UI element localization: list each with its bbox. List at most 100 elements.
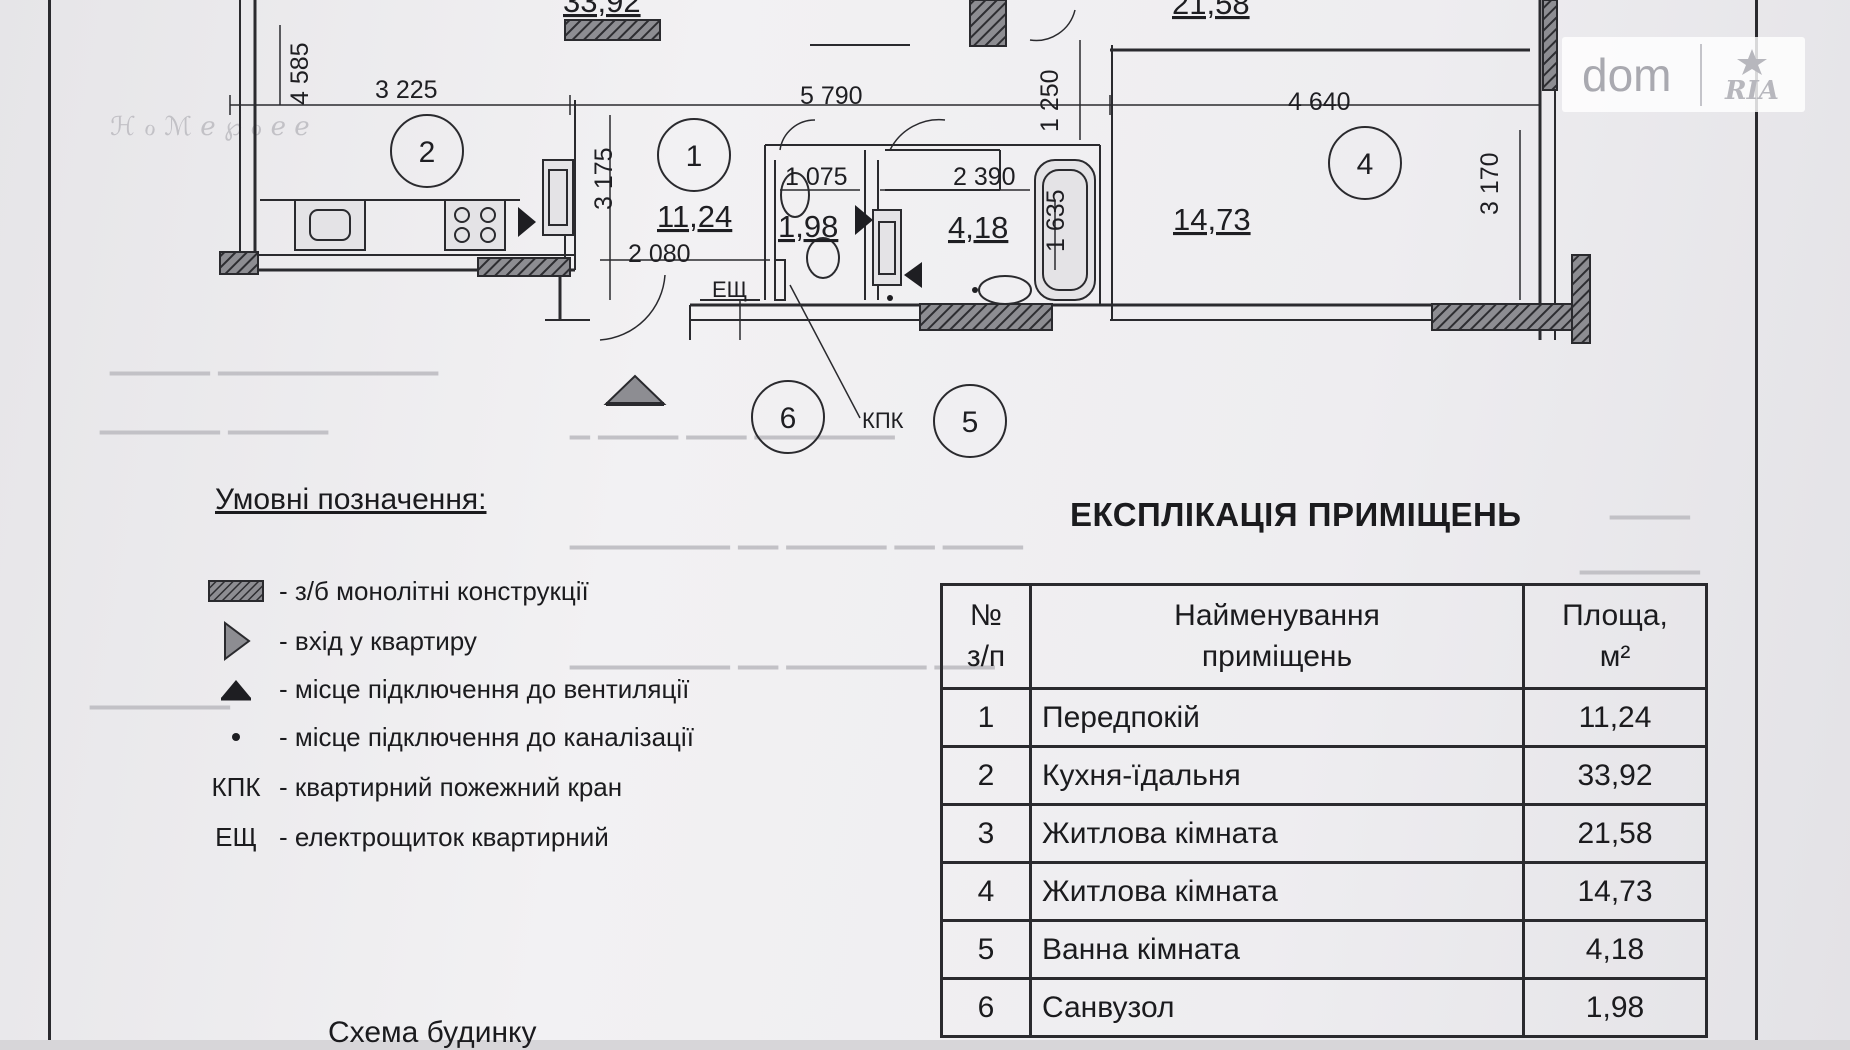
legend-item-entry: - вхід у квартиру xyxy=(195,621,477,661)
row-number: 4 xyxy=(940,861,1032,922)
svg-text:2: 2 xyxy=(419,136,436,169)
table-row: 1 Передпокій 11,24 xyxy=(940,687,1708,748)
room-marker-5: 5 xyxy=(933,384,1007,458)
svg-text:RIA: RIA xyxy=(1724,76,1779,106)
entry-triangle-icon xyxy=(855,205,873,235)
entry-triangle-icon xyxy=(518,207,536,237)
ghost-text: ▁ ▁▁▁▁ ▁▁▁ ▁▁▁▁▁▁▁ xyxy=(570,410,895,440)
sanitary-fixtures xyxy=(774,159,1096,305)
row-area: 1,98 xyxy=(1522,977,1708,1038)
ghost-text: ▁▁▁▁▁▁ xyxy=(1580,545,1700,575)
entry-triangle-icon xyxy=(195,621,277,661)
dim-1075: 1 075 xyxy=(785,163,848,191)
svg-text:5: 5 xyxy=(962,406,979,439)
row-area: 33,92 xyxy=(1522,745,1708,806)
row-number: 2 xyxy=(940,745,1032,806)
room-marker-1: 1 xyxy=(657,118,731,192)
entry-triangle-icon xyxy=(904,262,922,288)
explication-table: № з/п Найменування приміщень Площа, м² 1… xyxy=(940,583,1708,1038)
row-number: 1 xyxy=(940,687,1032,748)
ghost-text: ▁▁▁▁▁▁▁ xyxy=(90,680,230,710)
dim-5790: 5 790 xyxy=(800,82,863,110)
header-number: № з/п xyxy=(940,583,1032,690)
row-name: Житлова кімната xyxy=(1029,803,1525,864)
row-number: 6 xyxy=(940,977,1032,1038)
room-marker-4: 4 xyxy=(1328,126,1402,200)
svg-text:4: 4 xyxy=(1357,148,1374,181)
dim-1250: 1 250 xyxy=(1036,69,1064,132)
kpk-label: КПК xyxy=(862,408,904,433)
room-marker-2: 2 xyxy=(390,114,464,188)
header-name: Найменування приміщень xyxy=(1029,583,1525,690)
legend-symbol-kpk: КПК xyxy=(211,771,261,802)
ria-logo-icon: RIA xyxy=(1702,37,1802,112)
dim-4585: 4 585 xyxy=(286,42,314,105)
dim-4640: 4 640 xyxy=(1288,88,1351,116)
row-area: 4,18 xyxy=(1522,919,1708,980)
ghost-text: ▁▁▁▁▁▁ ▁▁▁▁▁ xyxy=(100,405,329,435)
dot-icon xyxy=(887,295,893,301)
row-area: 14,73 xyxy=(1522,861,1708,922)
legend-text: - місце підключення до каналізації xyxy=(279,721,694,752)
legend-symbol-esh: ЕЩ xyxy=(215,821,257,852)
area-label-room-3: 21,58 xyxy=(1172,0,1250,21)
legend-text: - вхід у квартиру xyxy=(279,625,477,656)
ghost-text: ▁▁▁▁▁▁▁▁ ▁▁ ▁▁▁▁▁▁▁ ▁▁▁ xyxy=(570,640,995,670)
legend-title: Умовні позначення: xyxy=(215,483,487,516)
table-row: 5 Ванна кімната 4,18 xyxy=(940,919,1708,980)
ghost-text: ▁▁▁▁▁▁▁▁ ▁▁ ▁▁▁▁▁ ▁▁ ▁▁▁▁ xyxy=(570,520,1023,550)
table-row: 3 Житлова кімната 21,58 xyxy=(940,803,1708,864)
sheet-border-right xyxy=(1755,0,1758,1040)
legend-text: - квартирний пожежний кран xyxy=(279,771,623,802)
legend-item-concrete: - з/б монолітні конструкції xyxy=(195,571,589,611)
legend-item-sewer: - місце підключення до каналізації xyxy=(195,717,694,757)
door-swings xyxy=(599,9,1076,341)
dim-3225: 3 225 xyxy=(375,76,438,104)
legend-item-kpk: КПК - квартирний пожежний кран xyxy=(195,767,623,807)
explication-title: ЕКСПЛІКАЦІЯ ПРИМІЩЕНЬ xyxy=(1070,496,1522,533)
dot-icon xyxy=(972,287,978,293)
esh-label: ЕЩ xyxy=(712,277,747,302)
area-label-room-1: 11,24 xyxy=(657,199,732,234)
hatch-block-icon xyxy=(195,571,277,611)
table-row: 2 Кухня-їдальня 33,92 xyxy=(940,745,1708,806)
svg-text:6: 6 xyxy=(780,402,797,435)
area-label-room-4: 14,73 xyxy=(1173,202,1251,237)
table-row: 4 Житлова кімната 14,73 xyxy=(940,861,1708,922)
svg-text:1: 1 xyxy=(686,140,703,173)
kitchen-fixtures xyxy=(260,159,574,251)
legend-text: - електрощиток квартирний xyxy=(279,821,609,852)
dim-2390: 2 390 xyxy=(953,163,1016,191)
sheet-border-left xyxy=(48,0,51,1040)
row-name: Санвузол xyxy=(1029,977,1525,1038)
area-label-room-6: 1,98 xyxy=(778,209,838,244)
row-area: 11,24 xyxy=(1522,687,1708,748)
area-label-room-5: 4,18 xyxy=(948,210,1008,245)
bottom-caption: Схема будинку xyxy=(328,1016,537,1049)
area-label-room-2: 33,92 xyxy=(563,0,641,19)
row-name: Кухня-їдальня xyxy=(1029,745,1525,806)
dim-3175: 3 175 xyxy=(590,147,618,210)
dot-icon xyxy=(195,717,277,757)
header-area: Площа, м² xyxy=(1522,583,1708,690)
dimension-lines xyxy=(229,25,1540,300)
ghost-text: ▁▁▁▁ xyxy=(1610,490,1690,520)
ghost-text: ▁▁▁▁▁ ▁▁▁▁▁▁▁▁▁▁▁ xyxy=(110,346,439,376)
legend-item-vent: - місце підключення до вентиляції xyxy=(195,669,689,709)
row-number: 3 xyxy=(940,803,1032,864)
kpk-leader xyxy=(789,284,861,419)
vent-triangle-icon xyxy=(603,374,667,405)
row-name: Передпокій xyxy=(1029,687,1525,748)
vent-triangle-icon xyxy=(195,669,277,709)
room-marker-6: 6 xyxy=(751,380,825,454)
row-number: 5 xyxy=(940,919,1032,980)
legend-text: - місце підключення до вентиляції xyxy=(279,673,690,704)
table-row: 6 Санвузол 1,98 xyxy=(940,977,1708,1038)
concrete-blocks xyxy=(219,0,1591,344)
watermark: dom RIA xyxy=(1562,37,1805,112)
row-name: Житлова кімната xyxy=(1029,861,1525,922)
ghost-text: ℋ ℴ ℳ ℯ ℘ ℴ ℯ ℯ xyxy=(110,112,310,142)
dim-3170: 3 170 xyxy=(1476,152,1504,215)
dim-1635: 1 635 xyxy=(1042,189,1070,252)
